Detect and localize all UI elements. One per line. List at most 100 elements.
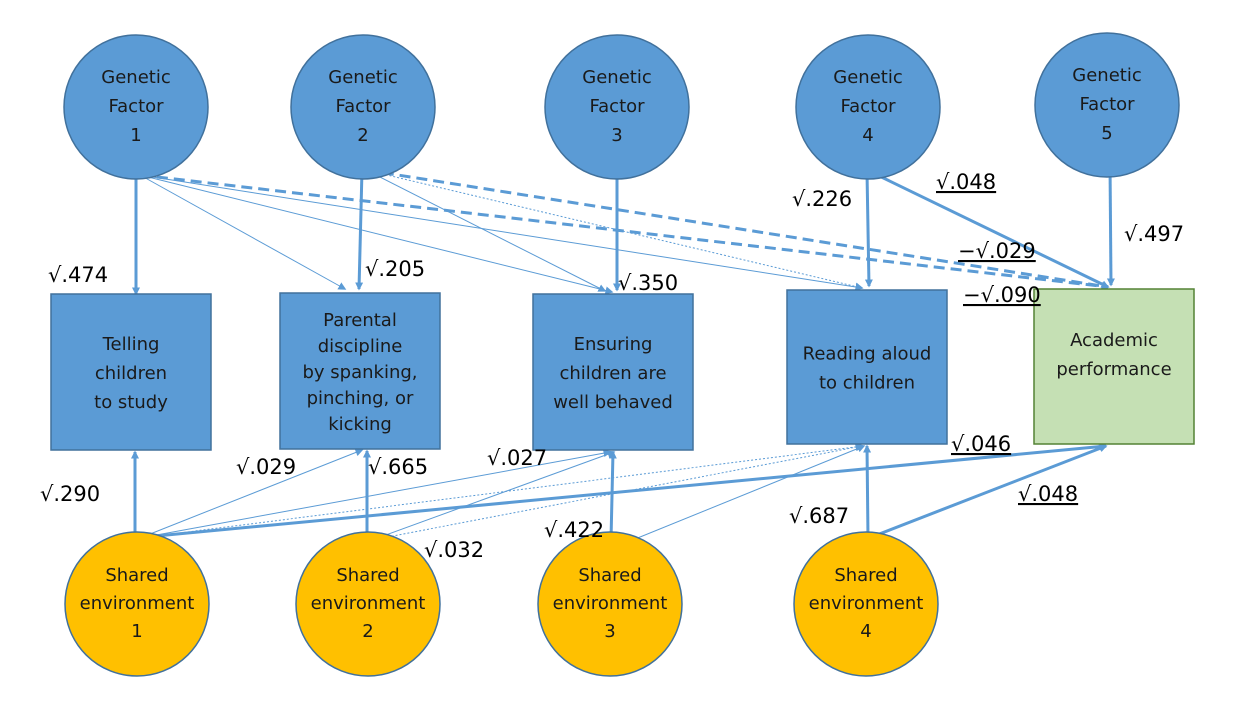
observed-variable-box [532, 293, 694, 451]
coefficient-s1-o1: √.290 [40, 482, 100, 506]
path-arrow-16 [608, 450, 617, 541]
observed-variable-3-label-line-2: children are [559, 363, 666, 384]
path-arrow-21 [139, 449, 612, 539]
path-arrow-17 [863, 444, 872, 539]
shared-environment-2-label-line-1: Shared [336, 565, 399, 586]
genetic-factor-circle [63, 34, 209, 180]
genetic-factor-circle [544, 34, 690, 180]
coefficient-g1-o1: √.474 [48, 263, 108, 287]
genetic-factor-circle [795, 34, 941, 180]
coefficient-labels: √.474 √.205 √.350 √.226 √.497 √.048 −√.029 −√.0… [40, 170, 1184, 562]
shared-environment-1-label-line-1: Shared [105, 565, 168, 586]
observed-variable-1-label-line-1: Telling [102, 334, 160, 355]
shared-environment-circle [64, 531, 210, 677]
coefficient-g4-o4: √.226 [792, 187, 852, 211]
coefficient-s2-o2: √.665 [368, 455, 428, 479]
shared-environment-2-label-line-3: 2 [362, 621, 373, 642]
observed-variable-1-label-line-2: children [95, 363, 167, 384]
path-arrow-13 [365, 169, 864, 291]
genetic-factor-1-label-line-2: Factor [108, 96, 164, 117]
academic-performance: Academic performance [1033, 288, 1195, 445]
coefficient-g5-ap: √.497 [1124, 222, 1184, 246]
academic-performance-label-line-1: Academic [1070, 330, 1158, 351]
observed-variable-4-label-line-1: Reading aloud [803, 344, 932, 365]
shared-environment-3-label-line-3: 3 [604, 621, 615, 642]
shared-environment-circle [793, 531, 939, 677]
shared-environment-3: Shared environment 3 [537, 531, 683, 677]
path-arrow-9 [139, 174, 347, 290]
path-arrow-10 [139, 174, 614, 295]
genetic-factor-4-label-line-2: Factor [840, 96, 896, 117]
genetic-factor-circle [290, 34, 436, 180]
path-arrow-6 [870, 170, 1110, 289]
coefficient-g4-ap: √.048 [936, 170, 996, 194]
shared-environment-1-label-line-3: 1 [131, 621, 142, 642]
coefficient-s1-ap: √.046 [951, 432, 1011, 456]
path-arrow-24 [371, 443, 864, 541]
path-arrow-12 [365, 169, 607, 292]
coefficient-s3-o3: √.422 [544, 518, 604, 542]
coefficient-g2-ap: −√.090 [963, 283, 1041, 307]
coefficient-s4-o4: √.687 [789, 504, 849, 528]
coefficient-s2-o3: √.032 [424, 538, 484, 562]
genetic-factor-5-label-line-3: 5 [1101, 123, 1112, 144]
path-arrow-19 [868, 444, 1108, 540]
academic-performance-box [1033, 288, 1195, 445]
genetic-factor-3-label-line-1: Genetic [582, 67, 651, 88]
academic-performance-label-line-2: performance [1056, 359, 1171, 380]
shared-environment-circle [295, 531, 441, 677]
genetic-factor-2-label-line-3: 2 [357, 125, 368, 146]
shared-environment-circle [537, 531, 683, 677]
coefficient-s4-ap: √.048 [1018, 482, 1078, 506]
coefficient-g3-o3: √.350 [618, 271, 678, 295]
path-arrow-22 [139, 442, 865, 539]
path-arrow-7 [139, 173, 1110, 291]
observed-variable-3-label-line-1: Ensuring [574, 334, 653, 355]
shared-environment-1-label-line-2: environment [80, 593, 195, 614]
coefficient-s1-o2: √.029 [236, 455, 296, 479]
shared-environment-3-label-line-2: environment [553, 593, 668, 614]
genetic-factor-5-label-line-2: Factor [1079, 94, 1135, 115]
path-arrow-20 [139, 448, 364, 539]
path-arrow-25 [617, 444, 866, 547]
observed-variable-box [50, 293, 212, 451]
observed-variable-2-label-line-2: discipline [318, 336, 403, 357]
path-arrow-8 [365, 168, 1110, 290]
observed-variable-2-label-line-4: pinching, or [307, 388, 414, 409]
observed-variable-4: Reading aloud to children [786, 289, 948, 445]
observed-variable-box [786, 289, 948, 445]
shared-environment-4: Shared environment 4 [793, 531, 939, 677]
path-arrow-23 [371, 450, 616, 541]
genetic-factor-3-label-line-2: Factor [589, 96, 645, 117]
coefficient-g2-o2: √.205 [365, 257, 425, 281]
observed-variable-4-label-line-2: to children [819, 373, 915, 394]
shared-environment-1: Shared environment 1 [64, 531, 210, 677]
shared-environment-3-label-line-1: Shared [578, 565, 641, 586]
path-arrows [131, 162, 1115, 547]
genetic-factor-1-label-line-3: 1 [130, 125, 141, 146]
shared-environment-4-label-line-1: Shared [834, 565, 897, 586]
shared-environment-4-label-line-2: environment [809, 593, 924, 614]
genetic-factor-4-label-line-1: Genetic [833, 67, 902, 88]
shared-environment-4-label-line-3: 4 [860, 621, 871, 642]
path-arrow-5 [1106, 162, 1115, 287]
observed-variable-2-label-line-1: Parental [323, 310, 397, 331]
genetic-factor-5-label-line-1: Genetic [1072, 65, 1141, 86]
coefficient-g1-ap: −√.029 [958, 239, 1036, 263]
diagram-nodes: GeneticFactor1GeneticFactor2GeneticFacto… [50, 32, 1195, 677]
observed-variable-3-label-line-3: well behaved [553, 392, 673, 413]
coefficient-s1-o3: √.027 [487, 446, 547, 470]
genetic-factor-circle [1034, 32, 1180, 178]
genetic-factor-2-label-line-2: Factor [335, 96, 391, 117]
genetic-factor-2-label-line-1: Genetic [328, 67, 397, 88]
observed-variable-3: Ensuring children are well behaved [532, 293, 694, 451]
path-arrow-11 [139, 174, 864, 291]
